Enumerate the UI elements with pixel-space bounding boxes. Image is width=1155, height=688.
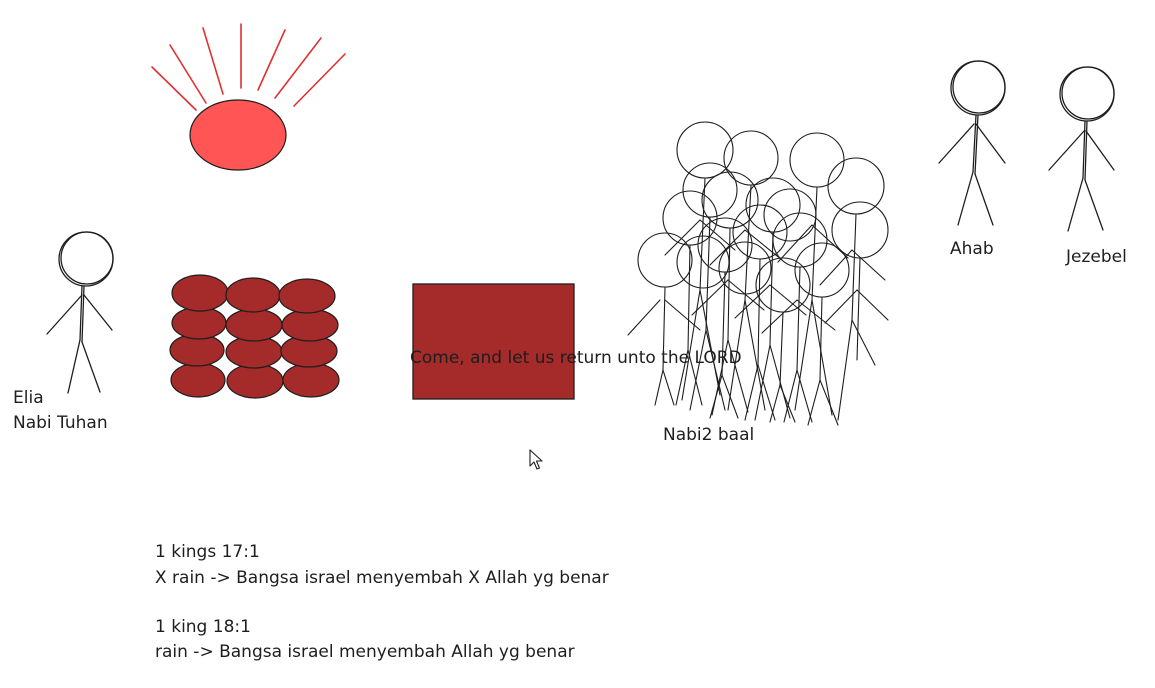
nabi-baal-label: Nabi2 baal — [663, 425, 754, 445]
notes-line-3: 1 king 18:1 — [155, 617, 251, 637]
elia-figure — [46, 231, 114, 394]
sun-rays — [151, 23, 346, 111]
altar-stones — [169, 274, 340, 399]
sun-circle — [189, 99, 287, 171]
jezebel-label: Jezebel — [1065, 247, 1127, 267]
notes-line-4: rain -> Bangsa israel menyembah Allah yg… — [155, 642, 575, 662]
mouse-pointer-icon — [529, 449, 543, 470]
notes-block: 1 kings 17:1 X rain -> Bangsa israel men… — [155, 542, 609, 662]
elia-label: Elia — [13, 388, 44, 408]
altar-caption: Come, and let us return unto the LORD — [410, 348, 742, 368]
notes-line-2: X rain -> Bangsa israel menyembah X Alla… — [155, 568, 609, 588]
sun-drawing — [151, 23, 346, 171]
ahab-label: Ahab — [950, 239, 994, 259]
jezebel-figure — [1048, 66, 1115, 232]
notes-line-1: 1 kings 17:1 — [155, 542, 260, 562]
altar-block — [412, 283, 575, 400]
baal-prophets-crowd — [627, 121, 889, 426]
nabi-tuhan-label: Nabi Tuhan — [13, 413, 108, 433]
ahab-figure — [938, 60, 1006, 226]
